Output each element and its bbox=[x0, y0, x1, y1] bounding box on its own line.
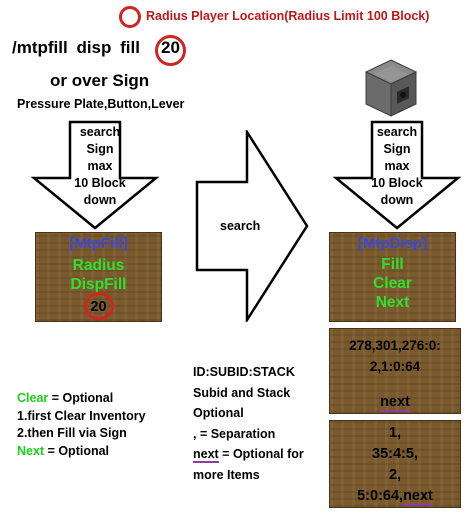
note-line: next = Optional for bbox=[193, 444, 304, 465]
left-arrow-line: down bbox=[83, 193, 117, 207]
fill-number-circle bbox=[155, 35, 186, 66]
note-text: = Optional for bbox=[218, 447, 304, 461]
left-arrow-text: search Sign max 10 Block down bbox=[45, 124, 155, 209]
sign-line: Next bbox=[375, 294, 410, 311]
right-arrow-text: search Sign max 10 Block down bbox=[342, 124, 452, 209]
fill-number: 20 bbox=[161, 38, 180, 57]
right-arrow-line: search bbox=[376, 125, 418, 139]
left-down-arrow bbox=[30, 120, 160, 230]
sign-line: next bbox=[330, 392, 460, 413]
right-arrow-line: 10 Block bbox=[371, 176, 423, 190]
note-text: = Optional bbox=[48, 391, 114, 405]
sign-line: 1, bbox=[388, 425, 402, 441]
note-step: 1.first Clear Inventory bbox=[17, 408, 146, 423]
note-text: = Optional bbox=[44, 443, 110, 458]
triggers-text: Pressure Plate,Button,Lever bbox=[17, 97, 185, 111]
clear-keyword: Clear bbox=[17, 391, 49, 405]
middle-notes: ID:SUBID:STACK Subid and Stack Optional … bbox=[193, 362, 304, 485]
sign-line: Fill bbox=[381, 256, 404, 273]
sign-line: 35:4:5, bbox=[372, 446, 418, 462]
mtpdisp-sign: [MtpDisp] Fill Clear Next bbox=[329, 232, 456, 322]
sign-line: DispFill bbox=[70, 276, 127, 293]
middle-arrow-label: search bbox=[220, 219, 261, 233]
right-arrow-line: Sign bbox=[383, 142, 411, 156]
right-down-arrow bbox=[332, 120, 462, 230]
or-over-sign-text: or over Sign bbox=[50, 71, 150, 90]
left-arrow-line: max bbox=[87, 159, 113, 173]
legend-circle-icon bbox=[119, 6, 141, 28]
note-next: Next = Optional bbox=[17, 443, 146, 461]
note-clear: Clear = Optional bbox=[17, 390, 146, 408]
sign-line: Clear bbox=[373, 275, 412, 292]
sign-title: [MtpDisp] bbox=[357, 235, 428, 252]
left-arrow-line: 10 Block bbox=[74, 176, 126, 190]
note-line: more Items bbox=[193, 467, 260, 482]
note-step: 2.then Fill via Sign bbox=[17, 426, 127, 440]
item-sign-a: 278,301,276:0: 2,1:0:64 next bbox=[329, 328, 461, 414]
sign-number-circle bbox=[84, 292, 114, 320]
middle-right-arrow bbox=[195, 130, 309, 322]
next-keyword: next bbox=[403, 488, 433, 506]
sign-line: 278,301,276:0: bbox=[349, 338, 441, 353]
left-arrow-line: Sign bbox=[86, 142, 114, 156]
sign-line: 2,1:0:64 bbox=[369, 359, 421, 374]
legend-text: Radius Player Location(Radius Limit 100 … bbox=[146, 9, 430, 23]
right-arrow-line: down bbox=[380, 193, 414, 207]
note-line: Optional bbox=[193, 406, 244, 420]
left-arrow-line: search bbox=[79, 125, 121, 139]
sign-line-prefix: 5:0:64, bbox=[357, 488, 404, 504]
right-arrow-line: max bbox=[384, 159, 410, 173]
dispenser-block-icon bbox=[364, 59, 418, 117]
next-keyword: Next bbox=[17, 443, 45, 458]
note-line: , = Separation bbox=[193, 426, 276, 441]
left-notes: Clear = Optional 1.first Clear Inventory… bbox=[17, 390, 146, 460]
note-line: Subid and Stack bbox=[193, 385, 291, 400]
sign-title: [MtpFill] bbox=[69, 235, 128, 252]
sign-line: 2, bbox=[388, 467, 402, 483]
note-heading: ID:SUBID:STACK bbox=[193, 365, 295, 379]
sign-line: Radius bbox=[72, 257, 125, 274]
item-sign-b: 1, 35:4:5, 2, 5:0:64,next bbox=[329, 420, 461, 508]
sign-line: 5:0:64,next bbox=[330, 486, 460, 507]
next-keyword: next bbox=[193, 447, 219, 463]
command-text: /mtpfill disp fill bbox=[12, 38, 140, 57]
next-keyword: next bbox=[380, 394, 410, 412]
